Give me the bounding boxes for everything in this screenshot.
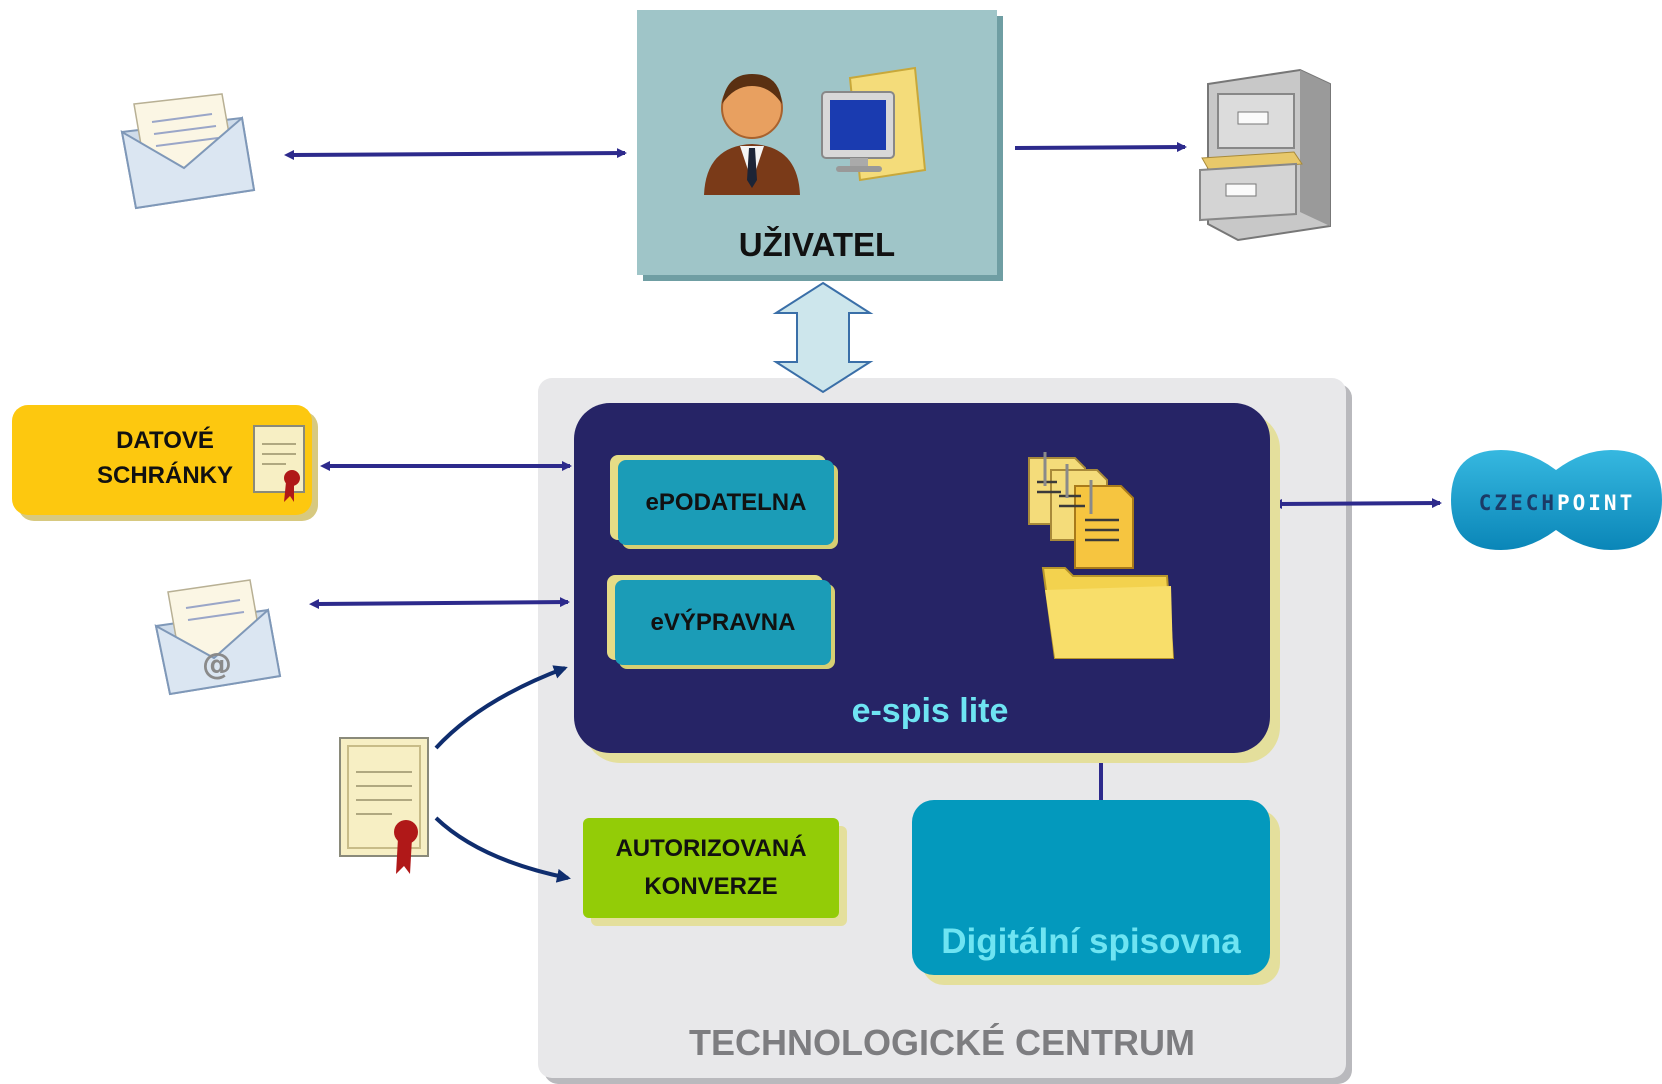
uzivatel-box — [637, 10, 997, 275]
digitalni-spisovna-label: Digitální spisovna — [941, 922, 1241, 961]
technologicke-centrum-label: TECHNOLOGICKÉ CENTRUM — [689, 1022, 1195, 1063]
svg-text:@: @ — [202, 647, 232, 682]
arrow-email-espis — [309, 597, 570, 609]
czechpoint-part1: CZECH — [1479, 491, 1557, 515]
certificate-large-icon — [339, 737, 429, 874]
arrow-user-archive — [1014, 142, 1187, 153]
evypravna-box: eVÝPRAVNA — [615, 580, 831, 665]
konverze-line1: AUTORIZOVANÁ — [615, 834, 807, 862]
documents-folder-icon — [1028, 452, 1175, 659]
email-envelope-icon: @ — [154, 579, 282, 696]
filing-cabinet-icon — [1199, 68, 1331, 242]
arrow-espis-czechpoint — [1272, 498, 1442, 509]
datove-line1: DATOVÉ — [116, 427, 214, 454]
konverze-line2: KONVERZE — [644, 873, 778, 900]
espis-lite-label: e-spis lite — [851, 692, 1009, 730]
svg-text:CZECHPOINT: CZECHPOINT — [1479, 491, 1635, 515]
digitalni-spisovna-box — [912, 800, 1270, 975]
czechpoint-logo: CZECHPOINT — [1451, 450, 1662, 550]
datove-schranky-label: DATOVÉ SCHRÁNKY — [70, 424, 260, 494]
user-espis-double-arrow — [772, 281, 874, 394]
curve-cert-espis — [434, 665, 568, 750]
epodatelna-box: ePODATELNA — [618, 460, 834, 545]
arrow-mail-user — [284, 148, 627, 160]
certificate-small-icon — [253, 425, 305, 502]
curve-cert-konverze — [434, 816, 571, 883]
user-computer-icon — [704, 66, 927, 195]
czechpoint-part2: POINT — [1557, 491, 1635, 515]
letter-envelope-icon — [120, 93, 256, 210]
datove-line2: SCHRÁNKY — [96, 461, 233, 489]
uzivatel-label: UŽIVATEL — [738, 226, 896, 263]
autorizovana-konverze-box: AUTORIZOVANÁ KONVERZE — [583, 818, 839, 918]
